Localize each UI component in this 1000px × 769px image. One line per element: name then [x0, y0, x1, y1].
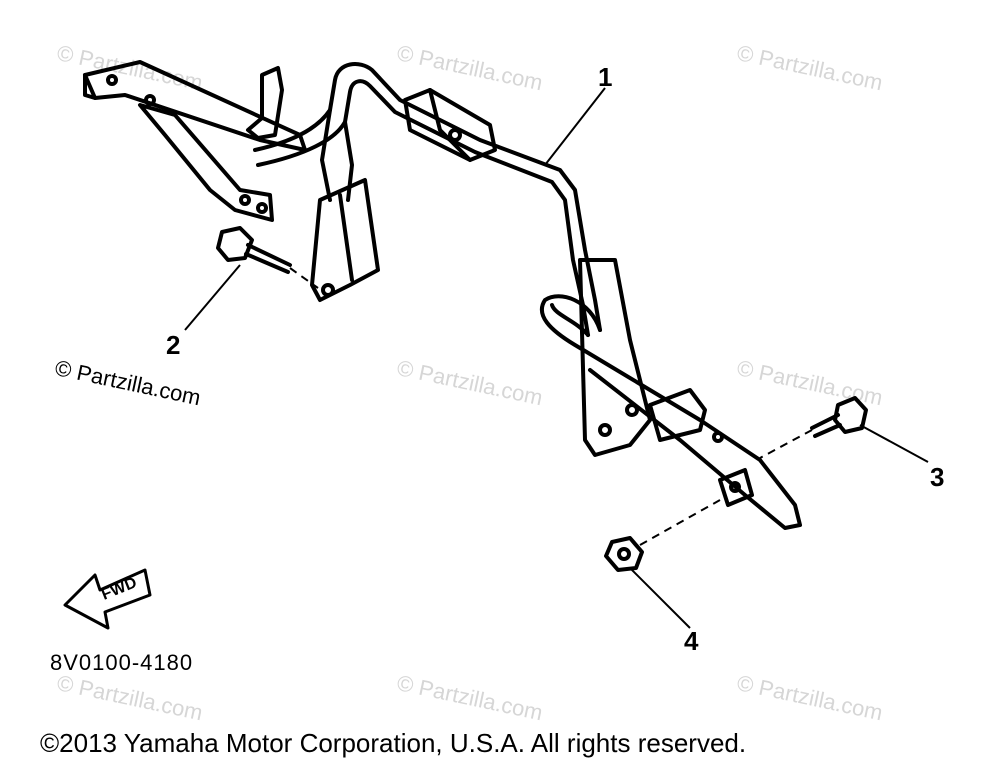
dashed-line-2	[289, 267, 319, 289]
callout-3: 3	[930, 462, 945, 492]
left-mount-plate	[310, 178, 380, 302]
callout-2: 2	[166, 330, 181, 360]
leader-line-4	[629, 567, 691, 629]
callout-1: 1	[598, 62, 613, 92]
right-frame-section	[539, 258, 802, 530]
bolt-2-icon	[216, 226, 292, 274]
copyright-notice: ©2013 Yamaha Motor Corporation, U.S.A. A…	[40, 728, 747, 758]
left-bracket	[83, 60, 307, 222]
bolt-3-icon	[810, 396, 868, 438]
callout-4: 4	[684, 626, 699, 656]
main-frame-tube	[253, 62, 602, 337]
dashed-line-4	[639, 499, 721, 546]
leader-line-3	[859, 424, 929, 463]
leader-line-1	[544, 87, 606, 166]
part-code: 8V0100-4180	[50, 650, 194, 675]
leader-line-2	[184, 264, 241, 331]
fwd-arrow-icon: FWD	[63, 568, 152, 630]
dashed-line-3	[759, 429, 813, 459]
nut-4-icon	[604, 536, 644, 572]
